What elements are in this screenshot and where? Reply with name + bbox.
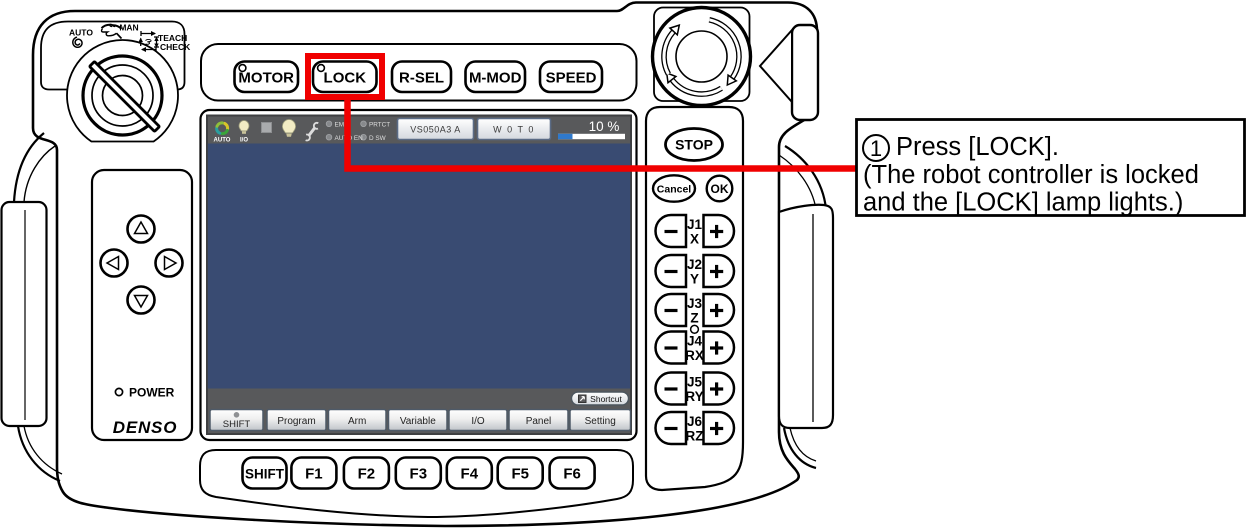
svg-text:AUTO: AUTO xyxy=(69,28,93,38)
svg-text:RY: RY xyxy=(685,389,703,404)
svg-text:RX: RX xyxy=(685,348,704,363)
svg-text:J1: J1 xyxy=(687,217,703,232)
svg-text:STOP: STOP xyxy=(675,137,713,153)
svg-text:F2: F2 xyxy=(358,466,376,483)
svg-text:DENSO: DENSO xyxy=(113,418,177,437)
svg-text:CHECK: CHECK xyxy=(160,42,191,52)
svg-text:SHIFT: SHIFT xyxy=(245,467,285,482)
svg-text:Panel: Panel xyxy=(526,416,552,427)
svg-text:VS050A3 A: VS050A3 A xyxy=(410,125,461,135)
svg-text:J6: J6 xyxy=(687,414,703,429)
svg-text:J3: J3 xyxy=(687,296,703,311)
svg-text:Cancel: Cancel xyxy=(657,184,692,196)
svg-text:and the [LOCK] lamp lights.): and the [LOCK] lamp lights.) xyxy=(863,189,1183,217)
svg-text:MAN: MAN xyxy=(119,23,138,33)
svg-text:I/O: I/O xyxy=(471,416,485,427)
svg-text:F5: F5 xyxy=(511,466,529,483)
svg-text:W 0 T 0: W 0 T 0 xyxy=(493,125,535,135)
svg-text:R-SEL: R-SEL xyxy=(399,70,444,87)
svg-text:M-MOD: M-MOD xyxy=(469,70,522,87)
svg-text:RZ: RZ xyxy=(686,429,704,444)
svg-text:D SW: D SW xyxy=(369,135,387,142)
svg-text:10 %: 10 % xyxy=(589,119,620,134)
svg-text:Variable: Variable xyxy=(400,416,436,427)
svg-text:J5: J5 xyxy=(687,375,703,390)
svg-text:(The robot controller is locke: (The robot controller is locked xyxy=(863,161,1199,189)
svg-text:AUTO: AUTO xyxy=(214,138,231,144)
svg-text:TEACH: TEACH xyxy=(158,33,187,43)
svg-text:EMS: EMS xyxy=(335,122,349,129)
svg-text:I/O: I/O xyxy=(240,138,248,144)
svg-text:J4: J4 xyxy=(687,334,703,349)
svg-text:J2: J2 xyxy=(687,257,702,272)
svg-text:PRTCT: PRTCT xyxy=(369,122,390,129)
svg-text:SPEED: SPEED xyxy=(546,70,597,87)
svg-text:F3: F3 xyxy=(410,466,428,483)
svg-text:Program: Program xyxy=(277,416,315,427)
svg-text:Z: Z xyxy=(690,311,698,326)
svg-text:MOTOR: MOTOR xyxy=(238,70,294,87)
svg-text:Press [LOCK].: Press [LOCK]. xyxy=(896,133,1059,161)
svg-text:SHIFT: SHIFT xyxy=(223,419,251,430)
svg-text:POWER: POWER xyxy=(129,386,175,400)
svg-text:1: 1 xyxy=(870,136,882,161)
svg-text:Y: Y xyxy=(690,272,699,287)
svg-text:Shortcut: Shortcut xyxy=(590,394,622,404)
svg-text:OK: OK xyxy=(711,182,729,196)
svg-text:F4: F4 xyxy=(461,466,479,483)
svg-text:Arm: Arm xyxy=(348,416,366,427)
svg-text:Setting: Setting xyxy=(585,416,616,427)
svg-text:LOCK: LOCK xyxy=(324,70,367,87)
svg-text:X: X xyxy=(690,232,699,247)
svg-text:F1: F1 xyxy=(305,466,323,483)
svg-text:F6: F6 xyxy=(563,466,581,483)
